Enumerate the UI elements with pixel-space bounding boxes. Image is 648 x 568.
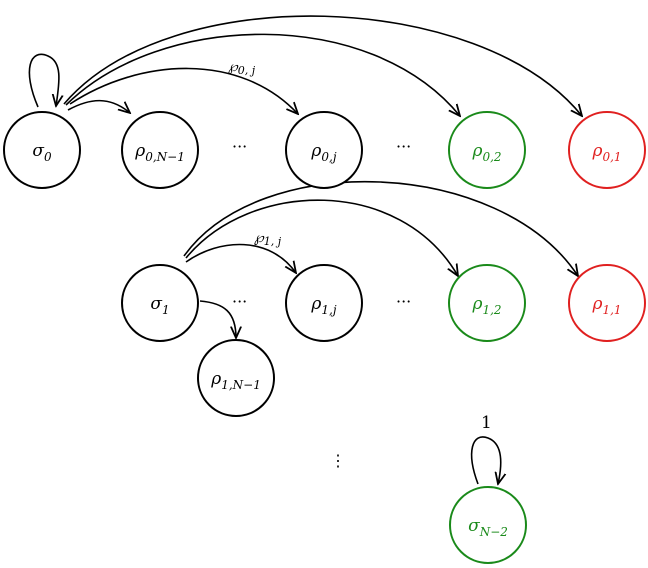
node-label-sub: 0,N−1 — [145, 150, 185, 164]
node-label: ρ0,j — [310, 141, 336, 164]
node-circle — [285, 264, 363, 342]
node-rho-1-1: ρ1,1 — [568, 264, 646, 342]
node-label-base: ρ — [591, 141, 602, 161]
ellipsis-row1-b: ··· — [396, 292, 411, 311]
node-label-sub: 0,1 — [602, 150, 621, 164]
node-label-base: σ — [32, 141, 44, 161]
node-label: σN−2 — [468, 516, 508, 539]
edge-label-p1j: ℘1, j — [254, 230, 282, 248]
node-label: σ0 — [32, 141, 52, 164]
node-circle — [448, 264, 526, 342]
node-label-base: ρ — [471, 141, 482, 161]
node-rho-0-1: ρ0,1 — [568, 111, 646, 189]
node-rho-1-2: ρ1,2 — [448, 264, 526, 342]
node-rho-0-j: ρ0,j — [285, 111, 363, 189]
node-label-sub: 0,j — [321, 150, 336, 164]
node-label-base: ρ — [310, 141, 321, 161]
node-label-base: σ — [150, 294, 162, 314]
node-label-sub: 1,1 — [602, 303, 621, 317]
edge-sigma0-rho01 — [63, 15, 582, 116]
node-label-base: ρ — [471, 294, 482, 314]
node-circle — [121, 111, 199, 189]
edge-label-loop-sigmaN2: 1 — [481, 413, 492, 433]
node-circle — [568, 111, 646, 189]
node-label-sub: 0,2 — [482, 150, 501, 164]
edge-sigma0-rho02 — [65, 33, 460, 116]
edge-sigma1-rho1N1 — [199, 300, 236, 338]
node-label-base: ρ — [310, 294, 321, 314]
node-label: ρ1,N−1 — [210, 369, 261, 392]
node-label: ρ0,1 — [591, 141, 621, 164]
edge-sigma1-rho1j — [185, 243, 296, 273]
edge-sigmaN2-self-loop — [470, 436, 501, 484]
node-sigma-1: σ1 — [121, 264, 199, 342]
node-label: ρ1,1 — [591, 294, 621, 317]
ellipsis-row1-a: ··· — [232, 292, 247, 311]
node-label-sub: N−2 — [479, 525, 508, 539]
edge-sigma0-self-loop — [28, 53, 59, 107]
node-label: σ1 — [150, 294, 169, 317]
node-rho-1-j: ρ1,j — [285, 264, 363, 342]
node-circle — [3, 111, 81, 189]
node-label: ρ0,N−1 — [134, 141, 185, 164]
node-label-base: ρ — [134, 141, 145, 161]
edge-sigma1-rho11 — [183, 180, 578, 276]
node-label-sub: 1,2 — [482, 303, 501, 317]
node-circle — [449, 486, 527, 564]
node-circle — [121, 264, 199, 342]
node-circle — [197, 339, 275, 417]
edge-sigma1-rho12 — [185, 199, 458, 276]
nodes: σ0 ρ0,N−1 ρ0,j ρ0,2 ρ0,1 σ1 ρ1,j ρ1,2 ρ1… — [3, 111, 646, 564]
node-label-sub: 1,j — [321, 303, 336, 317]
node-sigma-N-2: σN−2 — [449, 486, 527, 564]
edge-sigma0-rho0N1 — [67, 99, 130, 113]
node-rho-0-2: ρ0,2 — [448, 111, 526, 189]
node-sigma-0: σ0 — [3, 111, 81, 189]
node-rho-0-N-1: ρ0,N−1 — [121, 111, 199, 189]
ellipsis-row0-a: ··· — [232, 137, 247, 156]
node-circle — [448, 111, 526, 189]
node-circle — [285, 111, 363, 189]
ellipsis-vertical: ⋮ — [330, 451, 346, 470]
node-label-sub: 1 — [162, 303, 170, 317]
edge-label-p0j: ℘0, j — [228, 59, 256, 77]
ellipsis-row0-b: ··· — [396, 137, 411, 156]
node-rho-1-N-1: ρ1,N−1 — [197, 339, 275, 417]
node-label-sub: 0 — [44, 150, 52, 164]
node-label-sub: 1,N−1 — [221, 378, 261, 392]
node-label: ρ0,2 — [471, 141, 501, 164]
node-label-base: ρ — [591, 294, 602, 314]
node-label-base: ρ — [210, 369, 221, 389]
node-circle — [568, 264, 646, 342]
edges — [28, 15, 582, 484]
node-label: ρ1,j — [310, 294, 336, 317]
edge-sigma0-rho0j — [69, 67, 298, 114]
node-label: ρ1,2 — [471, 294, 501, 317]
node-label-base: σ — [468, 516, 480, 536]
